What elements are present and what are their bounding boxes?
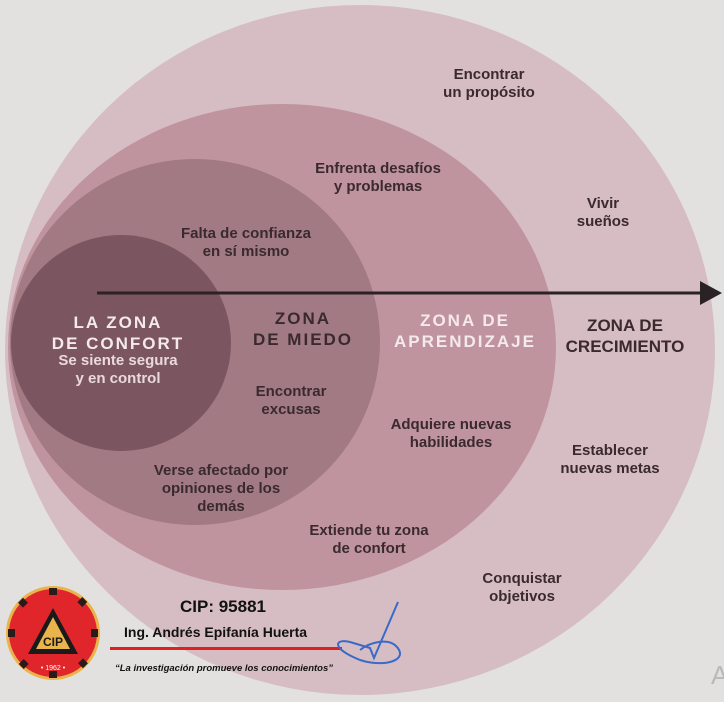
cip-number: CIP: 95881 (180, 597, 266, 616)
progress-arrow (97, 281, 722, 305)
watermark-text: A (711, 660, 724, 690)
svg-text:CIP: CIP (43, 635, 63, 649)
engineer-name: Ing. Andrés Epifanía Huerta (124, 624, 308, 640)
comfort-zone-circle (11, 235, 231, 451)
motto-quote: “La investigación promueve los conocimie… (115, 663, 334, 674)
red-divider (110, 647, 342, 650)
svg-text:• 1962 •: • 1962 • (41, 665, 66, 672)
signature-icon (337, 601, 401, 665)
cip-seal-logo: CIP • 1962 • (6, 586, 100, 680)
